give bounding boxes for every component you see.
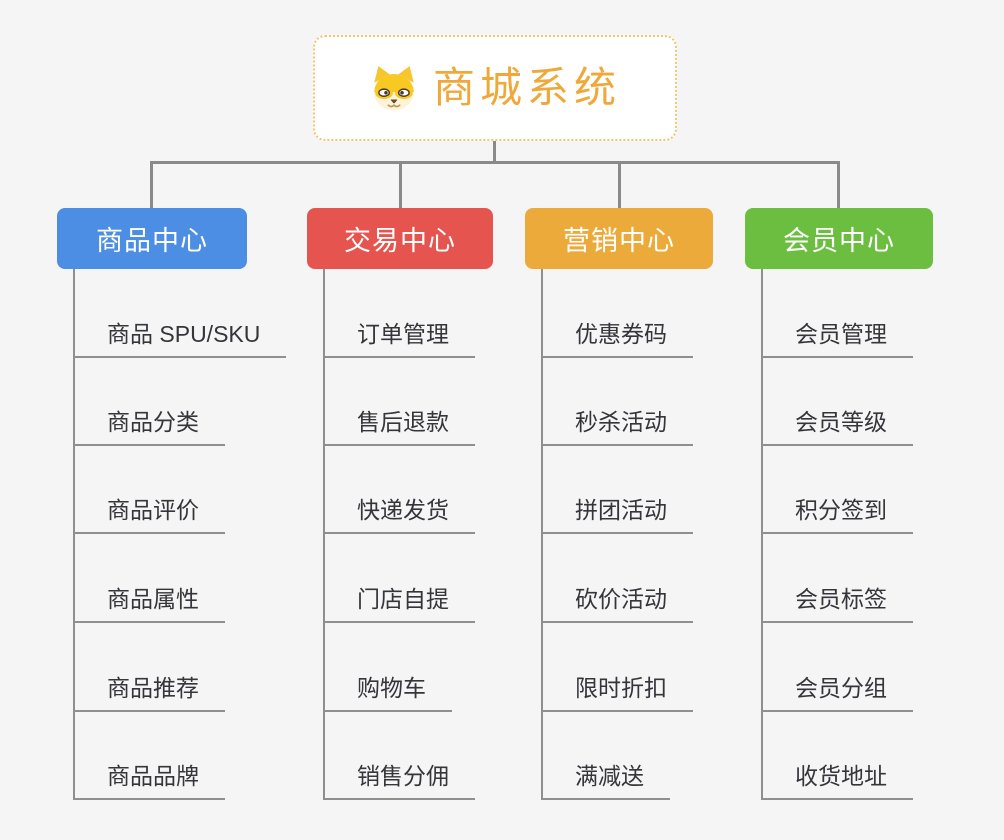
leaf-node[interactable]: 购物车 [323, 677, 452, 712]
connector-branch-drop [150, 161, 153, 209]
branch-node[interactable]: 营销中心 [525, 208, 713, 269]
leaf-node[interactable]: 限时折扣 [541, 677, 693, 712]
leaf-node[interactable]: 商品评价 [73, 499, 225, 534]
branch-trunk-line [761, 269, 763, 800]
leaf-node[interactable]: 售后退款 [323, 411, 475, 446]
leaf-node[interactable]: 会员管理 [761, 323, 913, 358]
leaf-node[interactable]: 销售分佣 [323, 765, 475, 800]
leaf-node[interactable]: 商品 SPU/SKU [73, 323, 287, 358]
leaf-node[interactable]: 砍价活动 [541, 588, 693, 623]
leaf-node[interactable]: 会员等级 [761, 411, 913, 446]
leaf-node[interactable]: 商品分类 [73, 411, 225, 446]
leaf-node[interactable]: 商品属性 [73, 588, 225, 623]
branch-trunk-line [323, 269, 325, 800]
branch-node[interactable]: 商品中心 [57, 208, 247, 269]
connector-horizontal-bar [150, 161, 840, 164]
dog-face-icon [374, 66, 414, 111]
leaf-node[interactable]: 会员分组 [761, 677, 913, 712]
leaf-node[interactable]: 拼团活动 [541, 499, 693, 534]
leaf-node[interactable]: 商品品牌 [73, 765, 225, 800]
connector-branch-drop [837, 161, 840, 209]
leaf-node[interactable]: 收货地址 [761, 765, 913, 800]
root-label: 商城系统 [432, 64, 621, 111]
connector-branch-drop [618, 161, 621, 209]
connector-branch-drop [399, 161, 402, 209]
leaf-node[interactable]: 订单管理 [323, 323, 475, 358]
root-node[interactable]: 商城系统 [313, 35, 677, 141]
branch-trunk-line [73, 269, 75, 800]
leaf-node[interactable]: 商品推荐 [73, 677, 225, 712]
leaf-node[interactable]: 积分签到 [761, 499, 913, 534]
leaf-node[interactable]: 门店自提 [323, 588, 475, 623]
leaf-node[interactable]: 秒杀活动 [541, 411, 693, 446]
leaf-node[interactable]: 快递发货 [323, 499, 475, 534]
branch-node[interactable]: 交易中心 [307, 208, 493, 269]
connector-root-drop [493, 141, 496, 163]
branch-trunk-line [541, 269, 543, 800]
leaf-node[interactable]: 优惠券码 [541, 323, 693, 358]
leaf-node[interactable]: 满减送 [541, 765, 670, 800]
leaf-node[interactable]: 会员标签 [761, 588, 913, 623]
branch-node[interactable]: 会员中心 [745, 208, 933, 269]
